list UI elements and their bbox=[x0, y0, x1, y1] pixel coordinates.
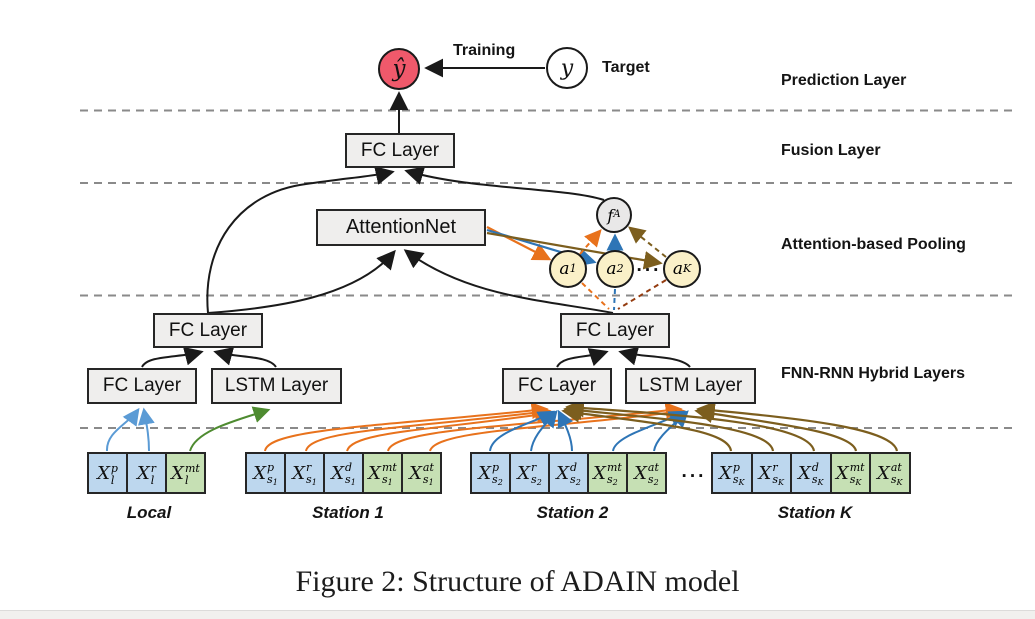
attentionnet-label: AttentionNet bbox=[345, 216, 457, 238]
yhat-node: ŷ bbox=[378, 48, 420, 90]
local-lstm-label: LSTM Layer bbox=[224, 375, 329, 396]
fusion-fc-box: FC Layer bbox=[345, 133, 455, 168]
local-fc-box: FC Layer bbox=[87, 368, 197, 404]
station-upper-fc-label: FC Layer bbox=[575, 319, 655, 341]
attention-layer-label: Attention-based Pooling bbox=[781, 236, 966, 253]
fa-to-fusion-curve bbox=[404, 166, 605, 201]
local-input-arrows bbox=[105, 406, 271, 452]
local-upper-fc-label: FC Layer bbox=[168, 319, 248, 341]
local-lstm-box: LSTM Layer bbox=[211, 368, 342, 404]
attention-units-ellipsis: ··· bbox=[636, 260, 662, 281]
y-label: y bbox=[560, 55, 574, 81]
fusion-layer-label: Fusion Layer bbox=[781, 142, 881, 159]
hybrid-layer-label: FNN-RNN Hybrid Layers bbox=[781, 365, 966, 382]
stations-ellipsis: ··· bbox=[681, 466, 707, 487]
localfc-to-attentionnet-curve bbox=[207, 249, 396, 314]
stationfc-to-attentionnet-curve bbox=[403, 249, 614, 314]
attentionnet-box: AttentionNet bbox=[316, 209, 486, 246]
a2-base: a bbox=[606, 259, 617, 279]
figure-caption: Figure 2: Structure of ADAIN model bbox=[295, 565, 740, 598]
stationK-input-curves bbox=[561, 398, 899, 452]
target-label: Target bbox=[602, 59, 650, 76]
prediction-layer-label: Prediction Layer bbox=[781, 72, 907, 89]
station1-group-label: Station 1 bbox=[312, 503, 384, 522]
local-upper-fc-box: FC Layer bbox=[153, 313, 263, 348]
target-node: y bbox=[546, 47, 588, 89]
units-to-fa-dashed-arrows bbox=[579, 226, 667, 258]
a1-base: a bbox=[559, 259, 570, 279]
local-fc-label: FC Layer bbox=[102, 375, 182, 396]
station2-input-curves bbox=[489, 409, 689, 452]
station2-group-label: Station 2 bbox=[536, 503, 609, 522]
station-fc-label: FC Layer bbox=[517, 375, 597, 396]
station-lstm-box: LSTM Layer bbox=[625, 368, 756, 404]
aK-base: a bbox=[672, 259, 683, 279]
stationK-group-label: Station K bbox=[777, 503, 853, 522]
station-fc-box: FC Layer bbox=[502, 368, 612, 404]
yhat-label: ŷ bbox=[392, 56, 406, 82]
black-structure-arrows bbox=[141, 58, 691, 368]
station-upper-fc-box: FC Layer bbox=[560, 313, 670, 348]
fusion-fc-label: FC Layer bbox=[360, 139, 440, 161]
localfc-to-fusion-curve bbox=[206, 166, 395, 314]
training-label: Training bbox=[453, 42, 516, 59]
fa-base: f bbox=[607, 205, 614, 225]
bottom-ui-bar bbox=[0, 610, 1035, 619]
units-to-stationfc-dashed-arrows bbox=[581, 279, 667, 311]
local-group-label: Local bbox=[126, 503, 172, 522]
station-lstm-label: LSTM Layer bbox=[638, 375, 743, 396]
